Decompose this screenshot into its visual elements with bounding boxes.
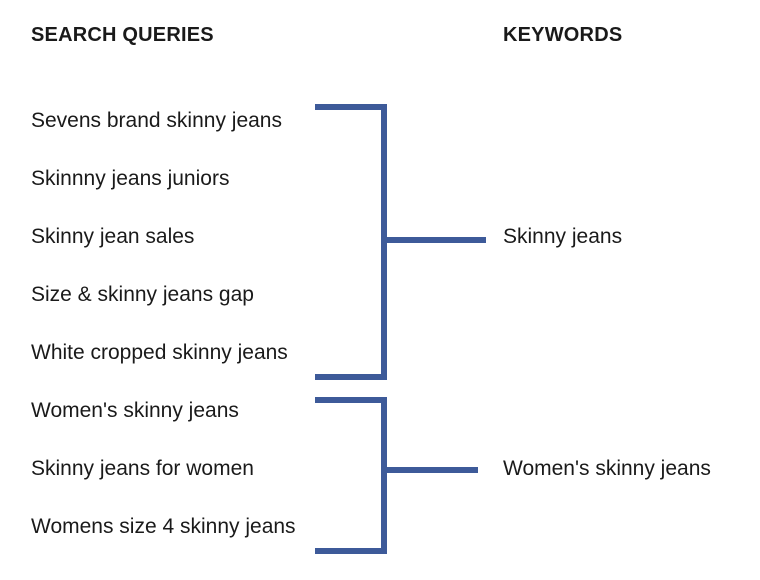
bracket-group-skinny-jeans [315,104,387,380]
keyword-skinny-jeans: Skinny jeans [503,225,623,248]
bracket-group-womens-skinny-jeans [315,397,387,554]
query-item: Skinny jeans for women [31,457,254,480]
query-item: Skinny jean sales [31,225,195,248]
query-item: White cropped skinny jeans [31,341,288,364]
query-item: Women's skinny jeans [31,399,239,422]
query-item: Skinnny jeans juniors [31,167,230,190]
keyword-womens-skinny-jeans: Women's skinny jeans [503,457,711,480]
keywords-heading: KEYWORDS [503,24,623,46]
query-item: Size & skinny jeans gap [31,283,254,306]
query-item: Sevens brand skinny jeans [31,109,282,132]
query-item: Womens size 4 skinny jeans [31,515,296,538]
search-queries-heading: SEARCH QUERIES [31,24,214,46]
